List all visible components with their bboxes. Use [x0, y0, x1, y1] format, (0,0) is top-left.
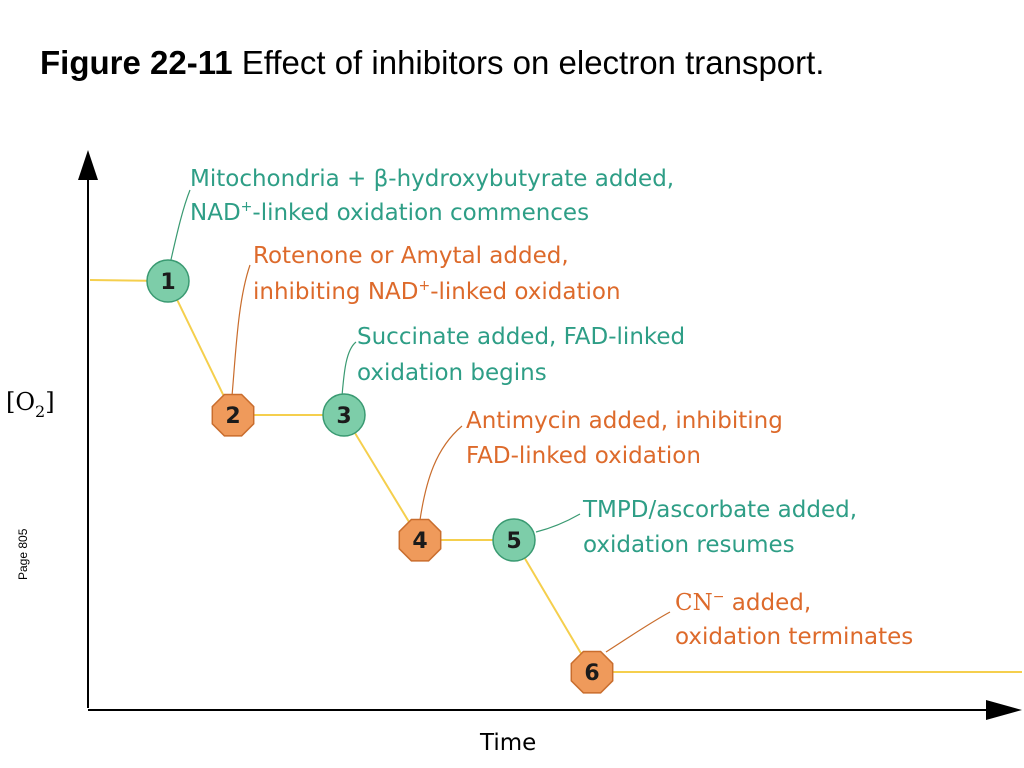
annotation-1-line-1: Mitochondria + β-hydroxybutyrate added,	[190, 166, 674, 192]
step-number-5: 5	[506, 529, 521, 554]
axes	[78, 150, 1022, 720]
step-number-4: 4	[412, 529, 427, 554]
annotation-3-line-1: Succinate added, FAD-linked	[357, 324, 685, 350]
annotation-5-line-2: oxidation resumes	[583, 532, 795, 558]
x-axis-arrowhead	[986, 700, 1022, 720]
leader-line-5	[535, 513, 581, 533]
leader-lines	[169, 189, 671, 653]
annotation-2-line-2: inhibiting NAD+-linked oxidation	[253, 278, 621, 305]
annotation-1-line-2: NAD+-linked oxidation commences	[190, 199, 589, 226]
annotation-5: TMPD/ascorbate added, oxidation resumes	[582, 497, 857, 558]
leader-line-3	[341, 341, 357, 397]
step-marker-4: 4	[398, 518, 442, 562]
y-label-subscript: 2	[35, 402, 45, 421]
step-number-3: 3	[336, 404, 351, 429]
annotation-2-line-2-sup: +	[418, 278, 430, 294]
leader-line-4	[419, 425, 463, 521]
annotation-3-line-2: oxidation begins	[357, 360, 547, 386]
oxygen-trace	[89, 279, 1022, 673]
annotation-1-line-2-pre: NAD	[190, 200, 241, 226]
annotation-2-line-2-post: -linked oxidation	[430, 279, 620, 305]
leader-line-1	[169, 189, 191, 265]
y-axis-label: [O2]	[6, 388, 55, 421]
y-label-main: [O	[6, 388, 35, 416]
annotation-2-line-1: Rotenone or Amytal added,	[253, 243, 569, 269]
annotation-6-cn: CN	[675, 590, 713, 616]
leader-line-2	[231, 264, 251, 397]
figure-title: Figure 22-11 Effect of inhibitors on ele…	[40, 44, 1020, 82]
step-number-6: 6	[584, 661, 599, 686]
annotation-6: CN− added, oxidation terminates	[675, 589, 913, 650]
annotation-6-sup: −	[713, 589, 725, 605]
annotation-2-line-2-pre: inhibiting NAD	[253, 279, 418, 305]
annotation-1-line-2-sup: +	[241, 199, 253, 215]
step-marker-5: 5	[492, 518, 536, 562]
step-number-2: 2	[225, 404, 240, 429]
annotation-2: Rotenone or Amytal added, inhibiting NAD…	[253, 243, 621, 305]
step-marker-2: 2	[211, 393, 255, 437]
y-axis-arrowhead	[78, 150, 98, 180]
annotation-6-post: added,	[724, 590, 811, 616]
annotation-1: Mitochondria + β-hydroxybutyrate added, …	[190, 166, 674, 226]
annotation-1-line-2-post: -linked oxidation commences	[252, 200, 589, 226]
step-marker-6: 6	[570, 650, 614, 694]
step-number-1: 1	[160, 270, 175, 295]
annotation-6-line-1: CN− added,	[675, 589, 811, 616]
annotation-5-line-1: TMPD/ascorbate added,	[582, 497, 857, 523]
figure-caption: Effect of inhibitors on electron transpo…	[241, 44, 825, 81]
step-marker-3: 3	[322, 393, 366, 437]
annotation-4-line-2: FAD-linked oxidation	[466, 443, 701, 469]
x-axis-label: Time	[479, 730, 536, 756]
y-label-close: ]	[45, 388, 54, 416]
step-marker-1: 1	[146, 259, 190, 303]
leader-line-6	[605, 611, 671, 653]
figure-label: Figure 22-11	[40, 44, 233, 81]
annotation-4-line-1: Antimycin added, inhibiting	[466, 408, 783, 434]
annotation-6-line-2: oxidation terminates	[675, 624, 913, 650]
annotation-4: Antimycin added, inhibiting FAD-linked o…	[466, 408, 783, 469]
annotation-3: Succinate added, FAD-linked oxidation be…	[357, 324, 685, 386]
